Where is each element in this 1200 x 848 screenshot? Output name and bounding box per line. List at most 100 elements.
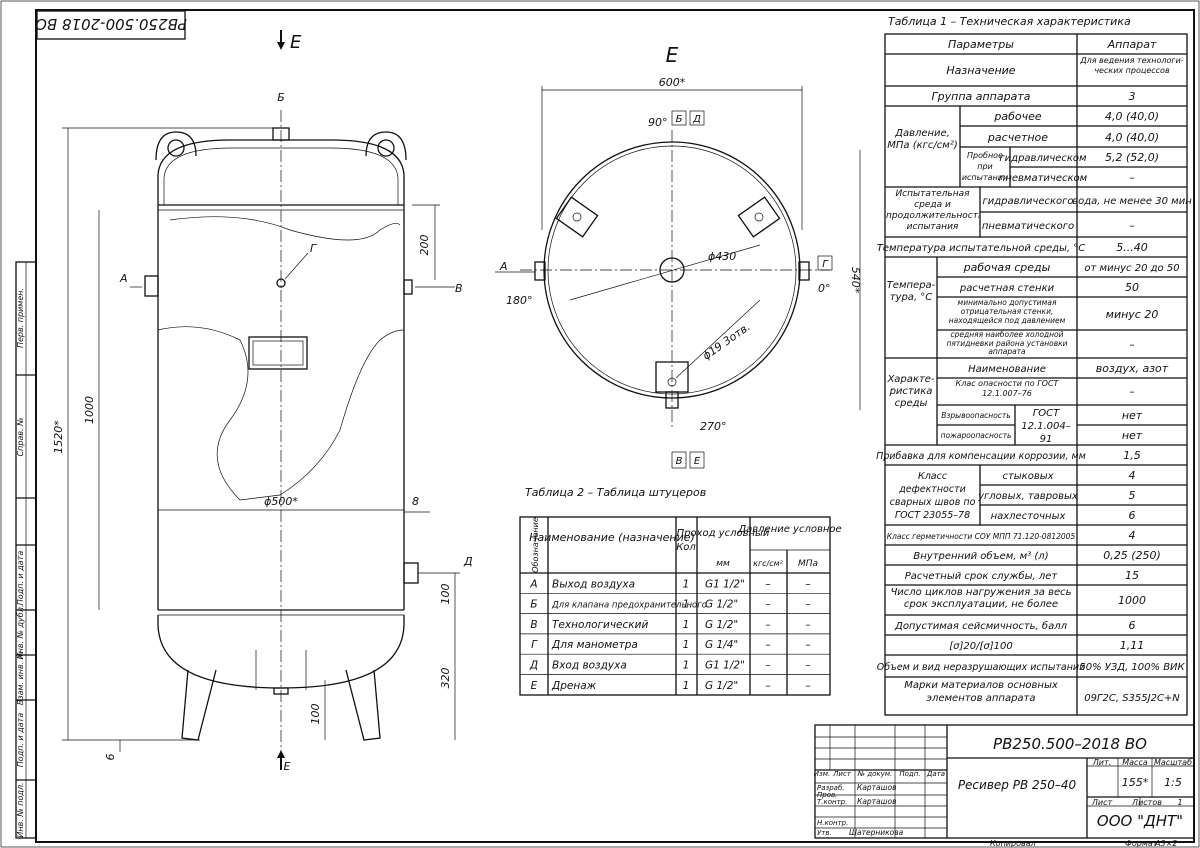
tb-role-approve: Утв. xyxy=(817,829,832,837)
table2-cell-bore: G1 1/2" xyxy=(705,578,745,590)
t2-h-mpa: МПа xyxy=(798,559,818,569)
t2-h-pressure: Давление условное xyxy=(737,524,841,535)
tb-role-ncontrol: Н.контр. xyxy=(817,819,848,827)
t1-weld-butt-val: 4 xyxy=(1129,469,1136,482)
t1-test-temp: Температура испытательной среды, °С xyxy=(877,243,1086,254)
dim-1000: 1000 xyxy=(83,396,96,424)
t1-volume-val: 0,25 (250) xyxy=(1103,549,1161,562)
table2-cell-bore: G1 1/2" xyxy=(705,660,745,672)
tb-name: Ресивер РВ 250–40 xyxy=(958,778,1077,792)
t1-materials: Марки материалов основных элементов аппа… xyxy=(904,680,1058,704)
table2-cell-designation: Д xyxy=(529,660,538,672)
dim-200: 200 xyxy=(418,235,431,256)
t1-cycles-val: 1000 xyxy=(1118,594,1146,607)
t1-weld-lap: нахлесточных xyxy=(991,511,1066,522)
t1-test-temp-val: 5...40 xyxy=(1116,241,1148,254)
marker-e-bottom: Е xyxy=(694,456,701,467)
t1-tm-pneu-val: – xyxy=(1129,219,1135,232)
table2-cell-designation: Г xyxy=(531,639,538,651)
table2-cell-qty: 1 xyxy=(683,639,690,651)
tb-format-val: А3×2 xyxy=(1154,839,1177,848)
t1-purpose-value: Для ведения технологи-ческих процессов xyxy=(1080,56,1184,75)
table2-cell-name: Для клапана предохранительного xyxy=(551,601,707,611)
dim-540: 540* xyxy=(849,267,862,294)
table2-cell-name: Вход воздуха xyxy=(552,660,627,672)
t1-medium-label: Характе-ристика среды xyxy=(887,374,935,409)
tb-lit: Лит. xyxy=(1092,758,1111,767)
table2-cell-kgs: – xyxy=(765,639,770,651)
t1-tm-hydr-val: вода, не менее 30 мин xyxy=(1072,196,1192,207)
angle-180: 180° xyxy=(506,294,533,307)
table2-cell-designation: А xyxy=(529,578,537,590)
t1-temp-avg: средняя наиболее холодной пятидневки рай… xyxy=(946,331,1068,356)
tb-sheets-val: 1 xyxy=(1177,798,1182,807)
t1-h-param: Параметры xyxy=(948,38,1014,51)
strip-orig-inv: Инв. № подл. xyxy=(16,782,25,837)
t1-tightness: Класс герметичности СОУ МПП 71.120-08120… xyxy=(887,532,1076,541)
table2-cell-name: Выход воздуха xyxy=(552,578,635,590)
t2-h-designation: Обозначение xyxy=(531,517,540,573)
table2-cell-mpa: – xyxy=(805,599,810,611)
tb-role-check: Пров. xyxy=(817,791,837,799)
tb-col-sheet: Лист xyxy=(832,770,852,778)
t1-explosion: Взрывоопасность xyxy=(941,411,1010,420)
left-margin-strip: Перв. примен. Справ. № Подп. и дата Инв.… xyxy=(15,261,37,839)
t1-group-label: Группа аппарата xyxy=(932,90,1031,103)
table2-cell-designation: Б xyxy=(530,599,537,611)
tb-col-doc: № докум. xyxy=(857,770,893,778)
table2-cell-kgs: – xyxy=(765,599,770,611)
table2-cell-qty: 1 xyxy=(683,619,690,631)
dim-1520: 1520* xyxy=(52,420,65,454)
t1-gost: ГОСТ 12.1.004–91 xyxy=(1021,408,1071,443)
dim-320: 320 xyxy=(439,668,452,689)
tb-name-dev: Карташов xyxy=(857,783,897,792)
t1-tm-hydr: гидравлического xyxy=(982,196,1073,207)
dim-100-upper: 100 xyxy=(439,584,452,605)
table1-grid xyxy=(885,53,1187,678)
angle-90: 90° xyxy=(648,116,668,129)
dim-holes: ϕ19 3отв. xyxy=(700,320,752,362)
tb-col-date: Дата xyxy=(926,770,945,778)
table2-cell-designation: Е xyxy=(531,680,538,692)
view-e: Е 600* 90° Б Д А Г 180° 0° 270° ϕ430 xyxy=(495,43,862,469)
marker-g-front: Г xyxy=(310,242,317,255)
t1-corrosion-val: 1,5 xyxy=(1123,449,1141,462)
dim-100-leg: 100 xyxy=(309,704,322,725)
table2-cell-qty: 1 xyxy=(683,599,690,611)
tb-col-change: Изм. xyxy=(814,770,830,778)
marker-v-bottom: В xyxy=(676,456,683,467)
table2-cell-bore: G 1/4" xyxy=(705,639,738,651)
tb-sheets: Листов xyxy=(1131,798,1162,807)
table2-title: Таблица 2 – Таблица штуцеров xyxy=(525,486,706,499)
t1-volume: Внутренний объем, м³ (л) xyxy=(913,550,1048,562)
tb-code: РВ250.500–2018 ВО xyxy=(993,735,1147,753)
section-mark-top: Е xyxy=(290,32,302,53)
table2-cell-mpa: – xyxy=(805,578,810,590)
t1-temp-medium: рабочая среды xyxy=(963,261,1051,274)
t1-explosion-val: нет xyxy=(1122,409,1143,422)
t1-tm-pneu: пневматического xyxy=(982,221,1074,232)
t2-h-qty: Кол xyxy=(676,542,696,553)
t1-p-hydr: гидравлическом xyxy=(999,153,1087,164)
t1-p-working-val: 4,0 (40,0) xyxy=(1105,110,1159,123)
t1-p-working: рабочее xyxy=(993,110,1042,123)
dim-6: 6 xyxy=(104,754,117,761)
strip-dup-inv: Инв. № дубл. xyxy=(16,605,25,660)
table2-cell-mpa: – xyxy=(805,660,810,672)
table-1: Таблица 1 – Техническая характеристика xyxy=(876,15,1192,716)
marker-v-front: В xyxy=(455,282,463,295)
table2-cell-kgs: – xyxy=(765,680,770,692)
dim-430: ϕ430 xyxy=(708,250,736,263)
t1-temp-wall: расчетная стенки xyxy=(959,283,1055,294)
tb-name-tcontrol: Карташов xyxy=(857,797,897,806)
t1-medium-name: Наименование xyxy=(968,364,1046,375)
tb-mass-label: Масса xyxy=(1122,758,1148,767)
t1-medium-name-val: воздух, азот xyxy=(1096,362,1169,375)
table2-cell-designation: В xyxy=(530,619,537,631)
t1-medium-hazard-val: – xyxy=(1129,385,1135,398)
t1-temp-min-val: минус 20 xyxy=(1106,308,1159,321)
strip-ref-no: Справ. № xyxy=(16,418,25,457)
tb-role-dev: Разраб. xyxy=(817,784,845,792)
table2-cell-mpa: – xyxy=(805,619,810,631)
